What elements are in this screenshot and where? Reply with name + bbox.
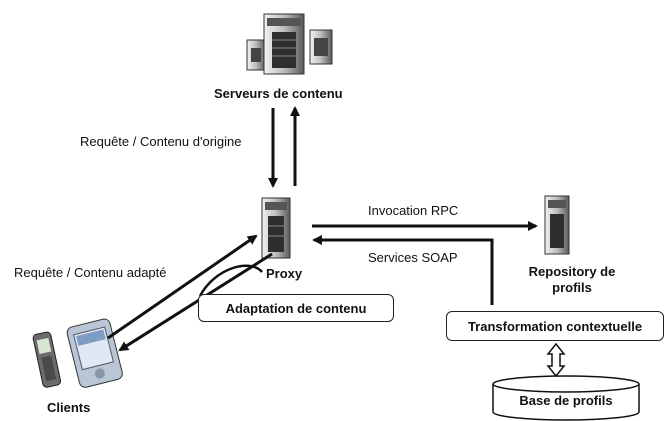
server-icon (309, 29, 333, 65)
soap-arrow (312, 235, 494, 305)
transformation-label: Transformation contextuelle (467, 318, 643, 334)
server-icon (246, 39, 266, 71)
content-servers-icon (246, 13, 333, 75)
profiles-db-label: Base de profils (519, 393, 613, 408)
repository-label: Repository de profils (528, 264, 616, 295)
content-servers-label: Serveurs de contenu (214, 86, 343, 101)
adaptation-box: Adaptation de contenu (198, 294, 394, 322)
adapted-content-arrow (118, 252, 273, 352)
rpc-edge-label: Invocation RPC (368, 203, 459, 218)
proxy-label: Proxy (266, 266, 303, 281)
repository-server-icon (544, 195, 570, 255)
soap-edge-label: Services SOAP (368, 250, 458, 265)
proxy-server-icon (261, 197, 291, 259)
adaptation-link (198, 264, 263, 297)
pda-icon (66, 318, 123, 388)
profiles-database-shape (492, 375, 640, 421)
transformation-box: Transformation contextuelle (446, 311, 664, 341)
client-request-arrow (107, 234, 258, 340)
servers-proxy-edge-label: Requête / Contenu d'origine (80, 134, 242, 149)
double-arrow-icon (546, 342, 566, 378)
clients-devices-icon (32, 318, 123, 388)
server-icon (263, 13, 305, 75)
clients-label: Clients (47, 400, 91, 415)
clients-proxy-edge-label: Requête / Contenu adapté (14, 265, 167, 280)
mobile-phone-icon (32, 331, 62, 388)
adaptation-label: Adaptation de contenu (225, 300, 367, 316)
